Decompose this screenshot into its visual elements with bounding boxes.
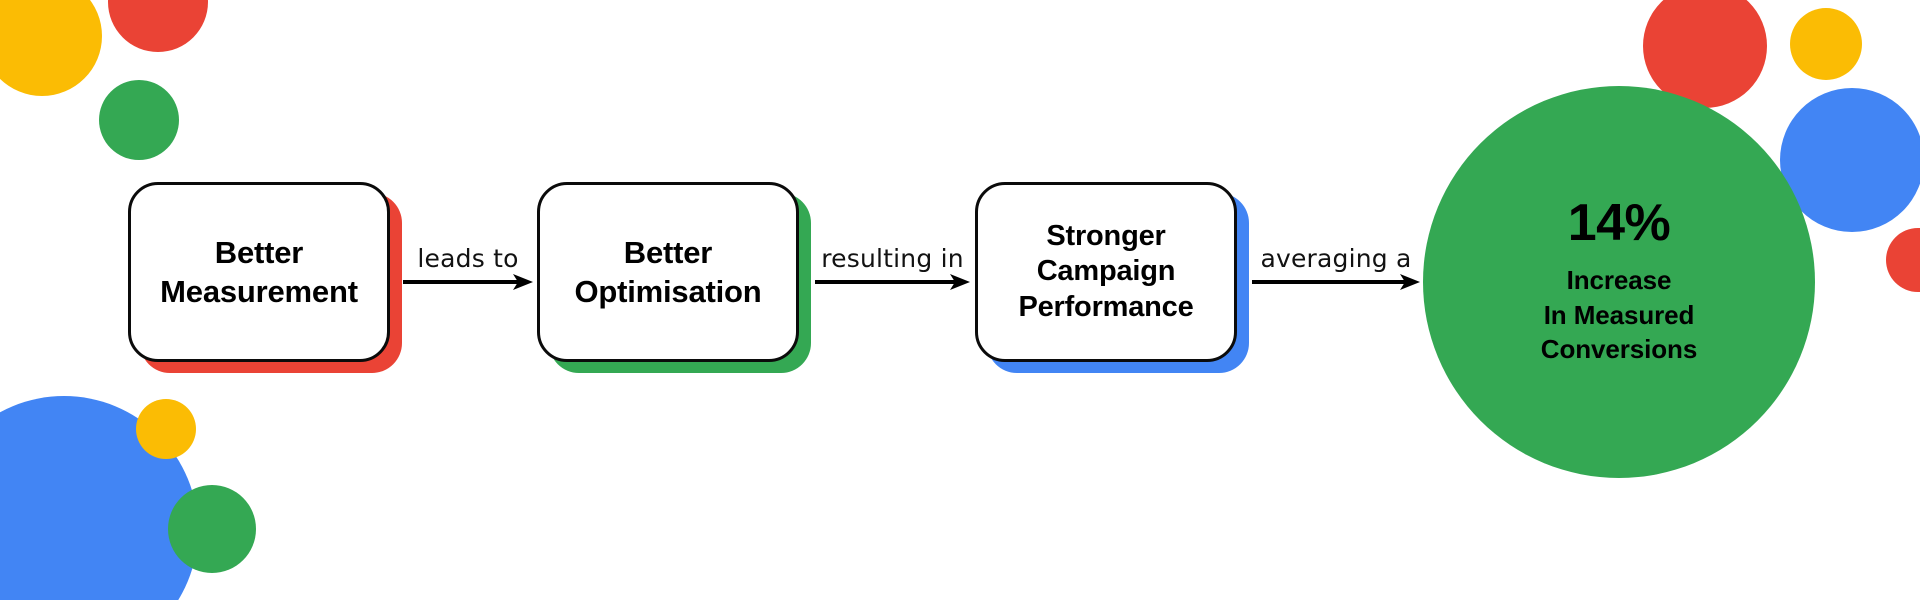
dot-far-right-red (1886, 228, 1920, 292)
connector-3: averaging a (1252, 222, 1420, 292)
connector-1-label: leads to (417, 244, 519, 273)
node-better-optimisation-face: Better Optimisation (537, 182, 799, 362)
result-stat-value: 14% (1567, 194, 1671, 253)
node-better-optimisation-label: Better Optimisation (574, 234, 762, 309)
dot-top-left-red (108, 0, 208, 52)
node-better-optimisation[interactable]: Better Optimisation (537, 182, 811, 373)
connector-1-arrow-icon (403, 274, 533, 290)
dot-top-left-green (99, 80, 179, 160)
node-result-stat[interactable]: 14% Increase In Measured Conversions (1423, 86, 1815, 478)
connector-2-arrow-icon (815, 274, 970, 290)
node-stronger-campaign-performance-face: Stronger Campaign Performance (975, 182, 1237, 362)
dot-bottom-left-blue (0, 396, 198, 600)
node-stronger-campaign-performance-label: Stronger Campaign Performance (1018, 219, 1194, 323)
node-stronger-campaign-performance[interactable]: Stronger Campaign Performance (975, 182, 1249, 373)
dot-bottom-left-green (168, 485, 256, 573)
connector-2-label: resulting in (821, 244, 964, 273)
dot-top-right-yellow (1790, 8, 1862, 80)
connector-3-label: averaging a (1260, 244, 1412, 273)
connector-3-arrow-icon (1252, 274, 1420, 290)
node-better-measurement-label: Better Measurement (160, 234, 358, 309)
connector-2: resulting in (815, 222, 970, 292)
result-stat-caption: Increase In Measured Conversions (1540, 265, 1698, 365)
dot-top-left-yellow (0, 0, 102, 96)
node-better-measurement-face: Better Measurement (128, 182, 390, 362)
dot-bottom-left-yellow (136, 399, 196, 459)
connector-1: leads to (403, 222, 533, 292)
node-better-measurement[interactable]: Better Measurement (128, 182, 402, 373)
